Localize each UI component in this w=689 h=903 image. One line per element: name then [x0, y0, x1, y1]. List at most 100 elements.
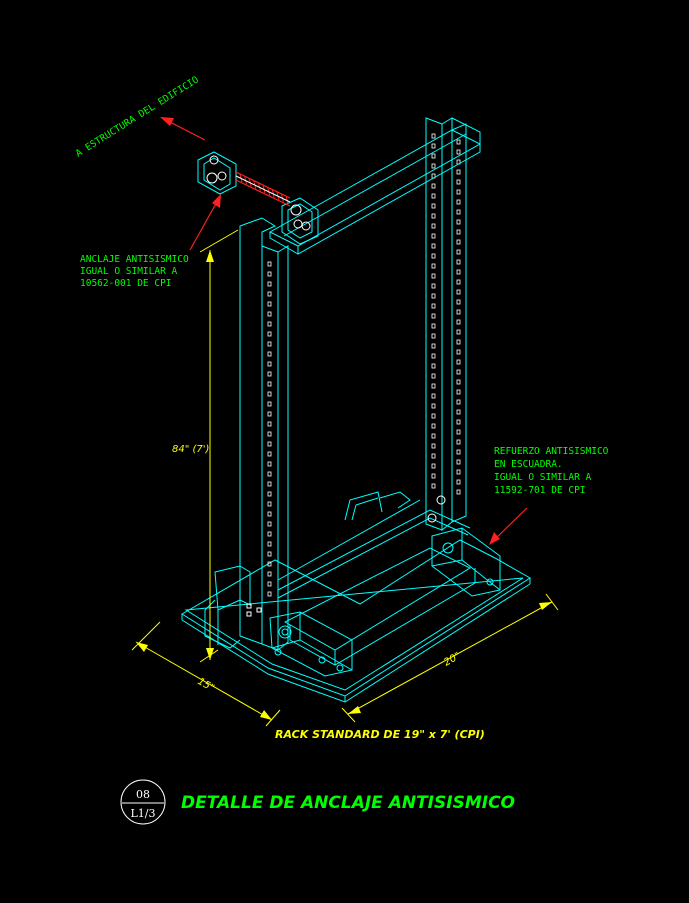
mounting-hole	[431, 433, 436, 439]
mounting-hole	[431, 223, 436, 229]
mounting-hole	[431, 303, 436, 309]
angle-bracket-rear	[431, 527, 501, 597]
mounting-hole	[431, 423, 436, 429]
detail-bubble: 08 L1/3	[120, 779, 166, 825]
mounting-hole	[267, 461, 272, 467]
mounting-hole	[267, 561, 272, 567]
mounting-hole	[267, 481, 272, 487]
mounting-hole	[456, 259, 461, 265]
mounting-hole	[431, 293, 436, 299]
mounting-hole	[267, 381, 272, 387]
mounting-hole	[431, 253, 436, 259]
rack-caption: RACK STANDARD DE 19" x 7' (CPI)	[275, 728, 485, 741]
mounting-hole	[431, 203, 436, 209]
mounting-hole	[431, 393, 436, 399]
mounting-hole	[431, 213, 436, 219]
mounting-hole	[456, 439, 461, 445]
mounting-hole	[456, 349, 461, 355]
mounting-hole	[456, 489, 461, 495]
mounting-hole	[431, 363, 436, 369]
mounting-hole	[456, 409, 461, 415]
mounting-hole	[456, 429, 461, 435]
mounting-hole	[267, 271, 272, 277]
label-reinforce-line2: EN ESCUADRA.	[494, 459, 563, 470]
mounting-hole	[456, 459, 461, 465]
label-anchor-line3: 10562-001 DE CPI	[80, 278, 172, 289]
mounting-hole	[431, 263, 436, 269]
mounting-hole	[431, 463, 436, 469]
mounting-hole	[456, 479, 461, 485]
dim-depth	[131, 621, 281, 727]
mounting-hole	[267, 351, 272, 357]
leader-reinforcement	[489, 507, 528, 545]
angle-bracket-front	[269, 611, 353, 677]
mounting-hole	[431, 403, 436, 409]
label-anchor-line1: ANCLAJE ANTISISMICO	[80, 254, 189, 265]
mounting-hole	[267, 591, 272, 597]
mounting-hole	[456, 169, 461, 175]
mounting-hole	[456, 399, 461, 405]
threaded-rod	[235, 171, 291, 207]
mounting-hole	[456, 319, 461, 325]
dim-height-label: 84" (7')	[172, 444, 209, 455]
mounting-hole	[456, 389, 461, 395]
mounting-hole	[456, 299, 461, 305]
mounting-hole	[267, 341, 272, 347]
mounting-hole	[267, 441, 272, 447]
rod-thread	[285, 195, 289, 205]
mounting-hole	[267, 321, 272, 327]
mounting-hole	[456, 379, 461, 385]
mounting-hole	[431, 193, 436, 199]
mounting-hole	[431, 383, 436, 389]
leader-building	[160, 117, 206, 141]
mounting-hole	[431, 283, 436, 289]
upright-rear	[425, 117, 467, 532]
mounting-hole	[267, 551, 272, 557]
mounting-hole	[267, 361, 272, 367]
mounting-hole	[267, 581, 272, 587]
label-building-structure: A ESTRUCTURA DEL EDIFICIO	[74, 74, 201, 159]
mounting-hole	[431, 133, 436, 139]
label-reinforce-line3: IGUAL O SIMILAR A	[494, 472, 592, 483]
mounting-hole	[267, 501, 272, 507]
mounting-hole	[456, 209, 461, 215]
label-reinforce-line1: REFUERZO ANTISISMICO	[494, 446, 609, 457]
dim-depth-label: 15"	[196, 676, 217, 694]
mounting-hole	[431, 243, 436, 249]
mounting-hole	[431, 473, 436, 479]
rack-base	[181, 491, 531, 703]
mounting-hole	[456, 179, 461, 185]
mounting-hole	[456, 369, 461, 375]
mounting-hole	[267, 431, 272, 437]
mounting-hole	[431, 343, 436, 349]
mounting-hole	[431, 183, 436, 189]
mounting-hole	[267, 401, 272, 407]
upright-front	[239, 217, 289, 652]
mounting-hole	[456, 219, 461, 225]
mounting-hole	[431, 373, 436, 379]
mounting-hole	[431, 483, 436, 489]
mounting-hole	[267, 511, 272, 517]
mounting-hole	[456, 329, 461, 335]
mounting-hole	[267, 391, 272, 397]
mounting-hole	[267, 491, 272, 497]
mounting-hole	[456, 239, 461, 245]
mounting-hole	[267, 281, 272, 287]
mounting-hole	[456, 269, 461, 275]
label-anchor-line2: IGUAL O SIMILAR A	[80, 266, 178, 277]
mounting-hole	[456, 419, 461, 425]
mounting-hole	[456, 279, 461, 285]
mounting-hole	[431, 443, 436, 449]
mounting-hole	[267, 331, 272, 337]
mounting-hole	[456, 469, 461, 475]
mounting-hole	[456, 189, 461, 195]
detail-sheet: L1/3	[130, 807, 155, 820]
mounting-hole	[267, 261, 272, 267]
mounting-hole	[431, 313, 436, 319]
dim-width	[341, 593, 559, 723]
mounting-hole	[267, 451, 272, 457]
dim-height	[199, 229, 239, 663]
mounting-holes-rear-side	[456, 139, 461, 495]
mounting-hole	[267, 421, 272, 427]
